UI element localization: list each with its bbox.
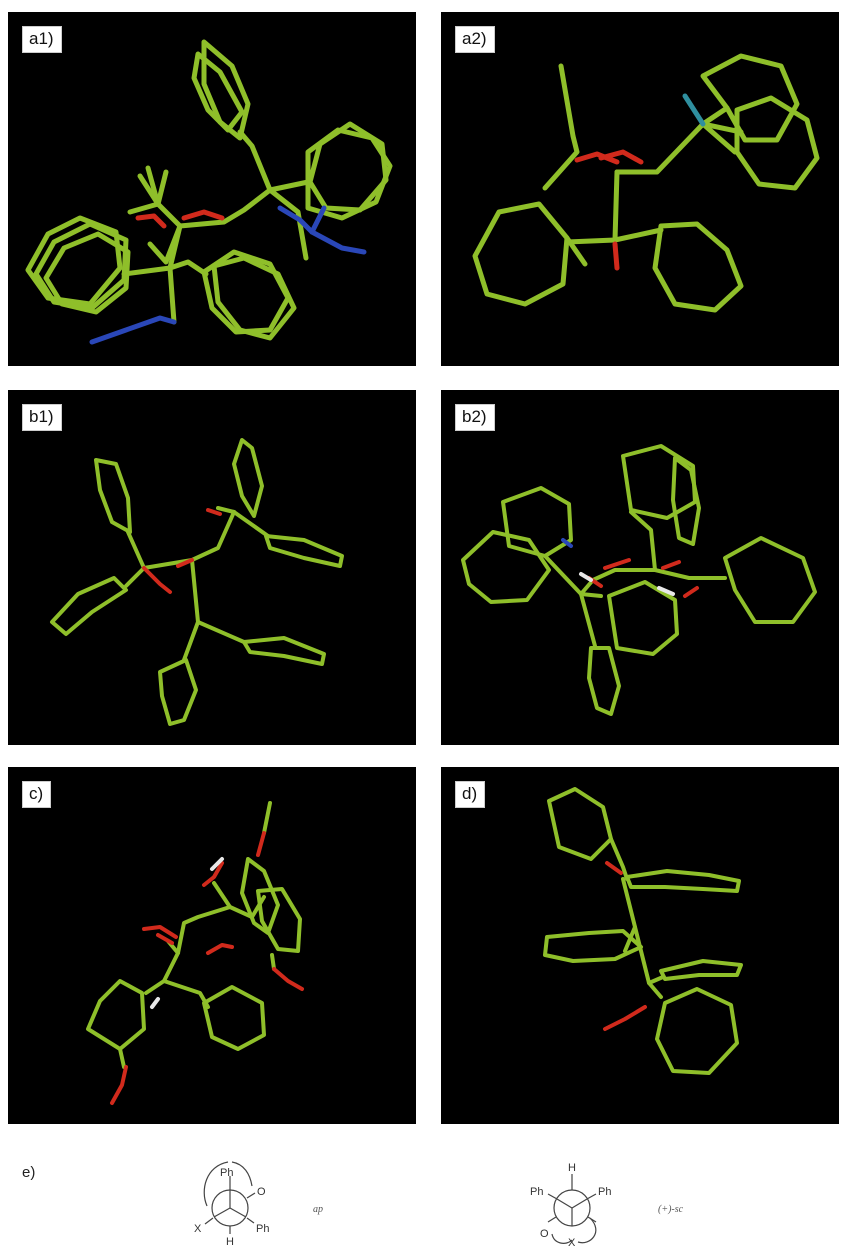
newman-left-right-upper: O — [257, 1186, 266, 1198]
molecule-a1-render — [25, 39, 393, 345]
molecule-a2-render — [472, 53, 820, 313]
newman-projections-render: e) Ph O Ph X H ap — [22, 1161, 684, 1248]
molecule-b2-render — [461, 444, 817, 716]
molecule-a2-heteroatom-bonds — [574, 93, 706, 271]
structure-panel-b1: b1) — [8, 390, 416, 745]
panel-label-e: e) — [22, 1164, 35, 1181]
molecule-c-carbon-bonds — [86, 801, 302, 1069]
newman-left-left-lower: X — [194, 1223, 202, 1235]
molecule-b2-carbon-bonds — [461, 444, 817, 716]
newman-right-left-lower: O — [540, 1228, 549, 1240]
newman-projections-panel: e) Ph O Ph X H ap — [0, 1140, 842, 1248]
molecule-d-heteroatom-bonds — [603, 861, 647, 1031]
structure-panel-a1: a1) — [8, 12, 416, 366]
molecule-a2-carbon-bonds — [472, 53, 820, 313]
newman-right-projection: H Ph Ph O X (+)-sc — [530, 1162, 684, 1248]
structure-panel-d: d) — [441, 767, 839, 1124]
newman-right-descriptor: (+)-sc — [658, 1204, 684, 1215]
newman-right-top: H — [568, 1162, 576, 1174]
molecule-a1-heteroatom-bonds — [89, 205, 367, 345]
molecule-c-heteroatom-bonds — [110, 831, 304, 1105]
structure-panel-c: c) — [8, 767, 416, 1124]
molecule-d-render — [543, 787, 743, 1075]
panel-label-b2: b2) — [455, 404, 495, 431]
molecule-a1-carbon-bonds — [25, 39, 393, 341]
newman-right-bottom: X — [568, 1237, 576, 1248]
newman-left-top-group: Ph — [220, 1167, 233, 1179]
newman-right-right-upper: Ph — [598, 1186, 611, 1198]
panel-label-d: d) — [455, 781, 486, 808]
molecule-b2-heteroatom-bonds — [561, 538, 699, 598]
molecule-c-render — [86, 801, 304, 1105]
panel-label-a2: a2) — [455, 26, 495, 53]
newman-left-bottom: H — [226, 1236, 234, 1248]
molecule-d-carbon-bonds — [543, 787, 743, 1075]
panel-label-c: c) — [22, 781, 52, 808]
panel-label-b1: b1) — [22, 404, 62, 431]
molecule-b1-carbon-bonds — [50, 438, 344, 726]
newman-left-projection: Ph O Ph X H ap — [194, 1161, 323, 1248]
newman-left-right-lower: Ph — [256, 1223, 269, 1235]
newman-left-descriptor: ap — [313, 1204, 323, 1215]
structure-panel-a2: a2) — [441, 12, 839, 366]
structure-panel-b2: b2) — [441, 390, 839, 745]
newman-right-left-upper: Ph — [530, 1186, 543, 1198]
molecule-b1-render — [50, 438, 344, 726]
molecule-b1-heteroatom-bonds — [142, 508, 222, 594]
panel-label-a1: a1) — [22, 26, 62, 53]
